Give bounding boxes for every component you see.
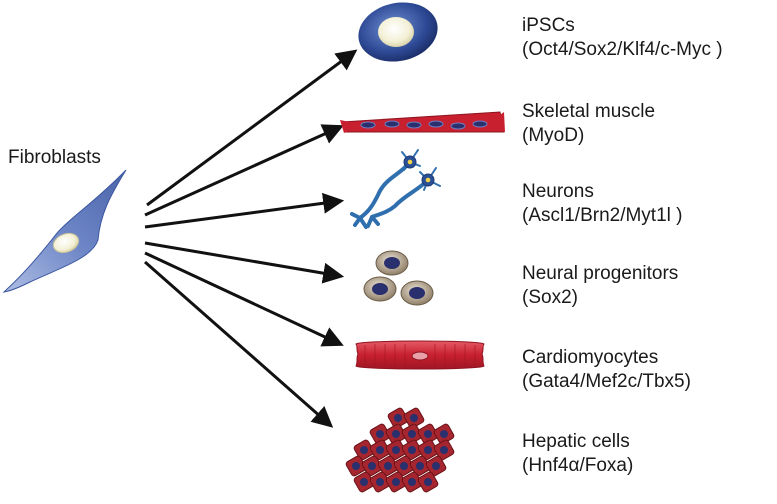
target-factors: (Ascl1/Brn2/Myt1l ) [522, 205, 683, 226]
arrow-to-skeletal-muscle [144, 124, 344, 217]
target-name: Cardiomyocytes [522, 347, 659, 368]
arrow-to-neural-progenitors [144, 241, 345, 284]
hepatocyte-nucleus [408, 430, 416, 438]
arrows [144, 49, 358, 428]
target-name: Neurons [522, 181, 594, 202]
hepatocyte-nucleus [416, 462, 424, 470]
target-name: Skeletal muscle [522, 101, 656, 122]
arrow-to-ipscs [146, 49, 358, 207]
hepatocyte-nucleus [440, 446, 448, 454]
hepatocyte-nucleus [376, 446, 384, 454]
target-name: Neural progenitors [522, 263, 679, 284]
target-skeletal-muscle: Skeletal muscle (MyoD) [522, 100, 655, 148]
cardiomyocyte-cell-icon [355, 340, 485, 370]
arrow-to-cardiomyocytes [144, 251, 344, 347]
target-factors: (Sox2) [522, 287, 578, 308]
ipsc-cell-icon [358, 2, 438, 62]
hepatocyte-nucleus [424, 430, 432, 438]
target-factors: (MyoD) [522, 125, 585, 146]
hepatocyte-nucleus [408, 446, 416, 454]
hepatocyte-nucleus [392, 478, 400, 486]
hepatocyte-nucleus [424, 478, 432, 486]
hepatocyte-nucleus [408, 478, 416, 486]
target-factors: (Gata4/Mef2c/Tbx5) [522, 371, 691, 392]
hepatocyte-nucleus [440, 430, 448, 438]
target-ipscs: iPSCs (Oct4/Sox2/Klf4/c-Myc ) [522, 14, 723, 62]
hepatocyte-nucleus [424, 446, 432, 454]
fibroblasts-label: Fibroblasts [8, 147, 101, 168]
hepatocyte-nucleus [352, 462, 360, 470]
hepatocyte-nucleus [392, 430, 400, 438]
target-neural-progenitors: Neural progenitors (Sox2) [522, 262, 678, 310]
target-neurons: Neurons (Ascl1/Brn2/Myt1l ) [522, 180, 682, 228]
hepatocyte-nucleus [360, 478, 368, 486]
arrow-to-neurons [144, 192, 345, 229]
hepatocyte-nucleus [376, 478, 384, 486]
hepatocyte-nucleus [376, 430, 384, 438]
fibroblast-cell-icon [2, 169, 127, 293]
hepatocyte-nucleus [392, 446, 400, 454]
hepatocyte-nucleus [394, 414, 402, 422]
arrow-to-hepatic-cells [144, 260, 334, 428]
target-name: iPSCs [522, 15, 575, 36]
target-cardiomyocytes: Cardiomyocytes (Gata4/Mef2c/Tbx5) [522, 346, 691, 394]
target-factors: (Oct4/Sox2/Klf4/c-Myc ) [522, 39, 723, 60]
hepatocyte-nucleus [384, 462, 392, 470]
hepatocyte-nucleus [400, 462, 408, 470]
hepatic-cells-icon [345, 407, 455, 493]
hepatocyte-nucleus [368, 462, 376, 470]
target-name: Hepatic cells [522, 431, 630, 452]
target-factors: (Hnf4α/Foxa) [522, 455, 634, 476]
hepatocyte-nucleus [360, 446, 368, 454]
hepatocyte-nucleus [432, 462, 440, 470]
skeletal-muscle-cell-icon [340, 111, 505, 133]
neuron-cells-icon [350, 149, 441, 229]
target-hepatic-cells: Hepatic cells (Hnf4α/Foxa) [522, 430, 633, 478]
neural-progenitor-cells-icon [363, 250, 434, 306]
hepatocyte-nucleus [410, 414, 418, 422]
